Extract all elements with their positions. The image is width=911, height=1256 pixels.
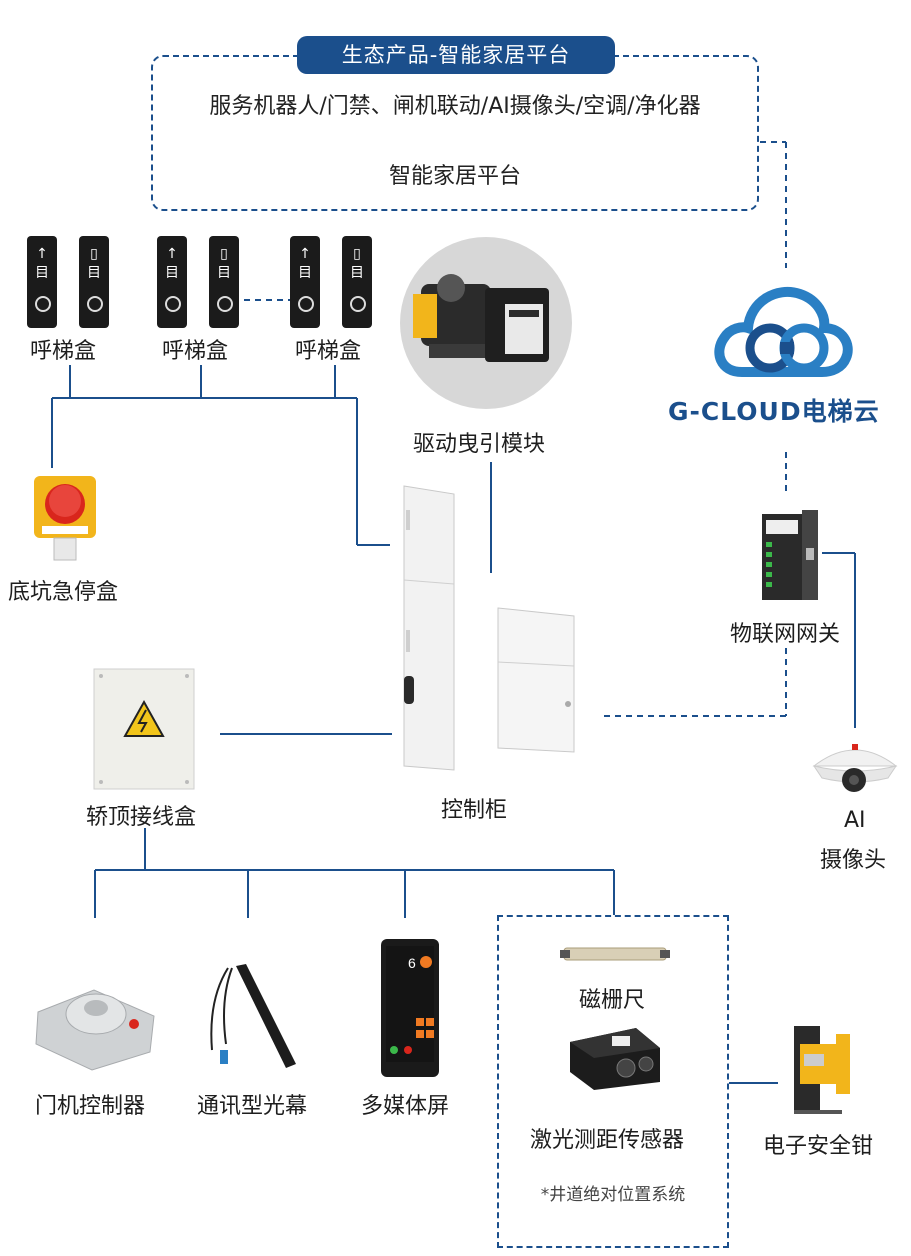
call-box-group-3: ↑目 ▯目 [290,236,372,328]
light-curtain-label: 通讯型光幕 [197,1094,308,1119]
drive-module-label: 驱动曳引模块 [413,432,546,457]
call-box-label-1: 呼梯盒 [30,339,97,364]
control-cabinet-icon [403,485,575,771]
gateway-icon [762,510,818,600]
call-box-group-2: ↑目 ▯目 [157,236,239,328]
emergency-stop-icon [34,476,96,561]
call-box-label-3: 呼梯盒 [295,339,362,364]
door-controller-label: 门机控制器 [35,1094,146,1119]
call-box-icon: ▯目 [342,236,372,328]
traction-machine-icon [400,237,572,409]
media-screen-label: 多媒体屏 [361,1094,450,1119]
call-box-group-1: ↑目 ▯目 [27,236,109,328]
dome-camera-icon [812,744,898,792]
call-box-label-2: 呼梯盒 [162,339,229,364]
svg-text:6: 6 [408,955,416,971]
smart-home-platform-label: 智能家居平台 [388,164,521,189]
call-box-icon: ↑目 [157,236,187,328]
door-operator-icon [35,989,155,1071]
positioning-system-note: *井道绝对位置系统 [540,1185,686,1205]
ai-camera-label-1: AI [844,808,866,833]
call-box-icon: ▯目 [209,236,239,328]
safety-gear-label: 电子安全钳 [763,1134,874,1159]
eco-products-list: 服务机器人/门禁、闸机联动/AI摄像头/空调/净化器 [209,94,701,119]
ai-camera-label-2: 摄像头 [820,848,887,873]
call-box-icon: ▯目 [79,236,109,328]
media-screen-icon: 6 [381,939,439,1077]
safety-gear-icon [794,1026,850,1114]
magnetic-scale-label: 磁栅尺 [579,988,646,1013]
iot-gateway-label: 物联网网关 [730,622,841,647]
cloud-brand-text: G-CLOUD电梯云 [668,397,880,426]
junction-box-icon [93,668,195,790]
car-top-box-label: 轿顶接线盒 [86,805,197,830]
control-cabinet-label: 控制柜 [441,798,508,823]
call-box-icon: ↑目 [27,236,57,328]
laser-sensor-icon [570,1028,660,1090]
light-curtain-icon [210,964,296,1068]
magnetic-scale-icon [560,947,670,961]
pit-stop-box-label: 底坑急停盒 [8,580,119,605]
eco-platform-tag: 生态产品-智能家居平台 [297,36,615,74]
positioning-system-frame [497,915,729,1248]
call-box-icon: ↑目 [290,236,320,328]
laser-sensor-label: 激光测距传感器 [530,1128,685,1153]
cloud-logo-icon [714,286,853,377]
